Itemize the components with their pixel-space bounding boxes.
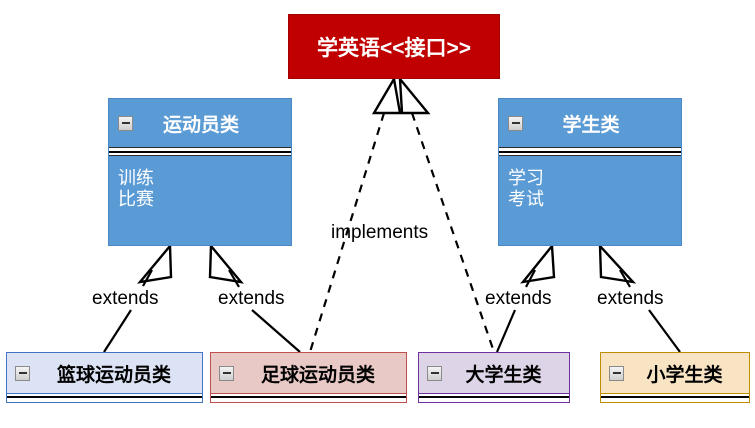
class-node-football-player[interactable]: 足球运动员类: [210, 352, 407, 403]
extends-line-basketball-upper: [142, 269, 153, 287]
edge-label-implements: implements: [331, 222, 429, 243]
edge-label-extends-basketball: extends: [92, 288, 159, 309]
class-header-primary-student: 小学生类: [600, 352, 750, 394]
class-node-primary-student[interactable]: 小学生类: [600, 352, 750, 403]
class-title-primary-student: 小学生类: [646, 364, 723, 386]
class-title-university-student: 大学生类: [465, 364, 542, 386]
generalization-arrowhead-university: [520, 242, 556, 284]
extends-line-football-lower: [251, 309, 301, 353]
collapse-minus-icon[interactable]: [427, 365, 442, 381]
class-members-student: 学习 考试: [499, 156, 681, 210]
class-section-separator: [499, 147, 681, 156]
implements-edge-university: [398, 75, 496, 353]
member-item: 训练: [118, 168, 154, 188]
class-section-separator: [600, 394, 750, 403]
realization-arrowhead-left: [371, 75, 402, 115]
member-item: 考试: [508, 189, 544, 210]
extends-line-basketball-lower: [103, 309, 132, 353]
collapse-minus-icon[interactable]: [118, 115, 133, 131]
class-header-university-student: 大学生类: [418, 352, 570, 394]
edge-label-extends-university: extends: [485, 288, 552, 309]
extends-line-university-upper: [525, 269, 536, 288]
implements-edge-football: [308, 75, 402, 353]
class-header-basketball-player: 篮球运动员类: [6, 352, 203, 394]
class-members-athlete: 训练 比赛: [109, 156, 291, 210]
interface-title: 学英语<<接口>>: [316, 36, 472, 60]
member-item: 学习: [508, 168, 544, 188]
class-header-student: 学生类: [499, 99, 681, 147]
class-node-athlete[interactable]: 运动员类 训练 比赛: [108, 98, 292, 246]
edge-label-extends-football: extends: [218, 288, 285, 309]
class-node-basketball-player[interactable]: 篮球运动员类: [6, 352, 203, 403]
edge-label-extends-primary: extends: [597, 288, 664, 309]
collapse-minus-icon[interactable]: [609, 365, 624, 381]
class-node-university-student[interactable]: 大学生类: [418, 352, 570, 403]
collapse-minus-icon[interactable]: [219, 365, 234, 381]
class-section-separator: [418, 394, 570, 403]
member-item: 比赛: [118, 189, 154, 210]
extends-line-primary-upper: [619, 269, 631, 288]
realization-arrowhead-right: [398, 75, 431, 115]
class-header-football-player: 足球运动员类: [210, 352, 407, 394]
class-title-athlete: 运动员类: [162, 114, 239, 136]
generalization-arrowhead-football: [208, 242, 244, 284]
extends-line-university-lower: [495, 309, 517, 353]
collapse-minus-icon[interactable]: [15, 365, 30, 381]
class-title-football-player: 足球运动员类: [260, 364, 375, 386]
extends-line-primary-lower: [648, 309, 681, 353]
interface-node-learn-english[interactable]: 学英语<<接口>>: [288, 14, 500, 79]
class-section-separator: [210, 394, 407, 403]
collapse-minus-icon[interactable]: [508, 115, 523, 131]
class-node-student[interactable]: 学生类 学习 考试: [498, 98, 682, 246]
generalization-arrowhead-basketball: [137, 242, 173, 284]
class-section-separator: [6, 394, 203, 403]
class-header-athlete: 运动员类: [109, 99, 291, 147]
class-section-separator: [109, 147, 291, 156]
class-title-student: 学生类: [562, 114, 620, 136]
generalization-arrowhead-primary: [598, 242, 637, 284]
extends-line-football-upper: [228, 269, 240, 288]
class-title-basketball-player: 篮球运动员类: [56, 364, 171, 386]
